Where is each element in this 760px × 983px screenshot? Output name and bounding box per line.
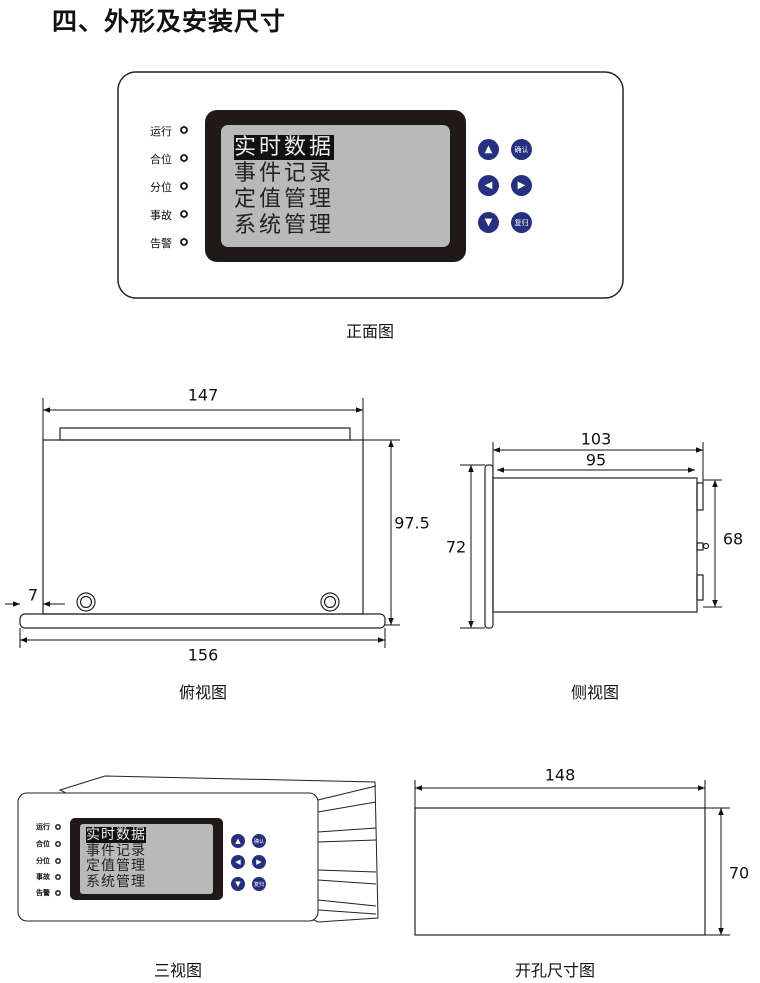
iso-menu-realtime: 实时数据 bbox=[86, 827, 146, 843]
dim-side-total: 103 bbox=[580, 429, 612, 449]
dim-top-base: 156 bbox=[187, 645, 219, 665]
dim-side-body: 95 bbox=[585, 450, 607, 470]
iso-led-fault: 事故 bbox=[36, 873, 50, 881]
caption-front: 正面图 bbox=[345, 322, 395, 341]
cutout-rect bbox=[414, 807, 706, 936]
menu-item-settings[interactable]: 定值管理 bbox=[234, 187, 335, 212]
dim-top-offset: 7 bbox=[27, 585, 39, 605]
led-label-closed: 合位 bbox=[150, 153, 172, 166]
left-button[interactable]: ◀ bbox=[478, 175, 499, 196]
dim-top-depth: 97.5 bbox=[394, 513, 430, 533]
section-title: 四、外形及安装尺寸 bbox=[52, 7, 287, 36]
dim-side-inner: 68 bbox=[722, 529, 744, 549]
caption-side: 侧视图 bbox=[570, 683, 620, 702]
led-indicators bbox=[180, 126, 188, 246]
iso-menu-system: 系统管理 bbox=[86, 873, 146, 890]
iso-up-button: ▲ bbox=[231, 834, 245, 848]
up-button[interactable]: ▲ bbox=[478, 139, 499, 160]
menu-item-events[interactable]: 事件记录 bbox=[234, 161, 335, 186]
iso-confirm-button: 确认 bbox=[252, 834, 266, 848]
caption-cutout: 开孔尺寸图 bbox=[514, 961, 596, 980]
caption-iso: 三视图 bbox=[153, 961, 203, 980]
dim-side-height: 72 bbox=[445, 537, 467, 557]
top-view bbox=[19, 427, 386, 629]
iso-led-closed: 合位 bbox=[36, 840, 50, 848]
led-label-alarm: 告警 bbox=[150, 237, 172, 250]
iso-menu-events: 事件记录 bbox=[86, 842, 146, 859]
menu-item-realtime[interactable]: 实时数据 bbox=[234, 135, 335, 160]
iso-led-alarm: 告警 bbox=[36, 889, 50, 897]
led-label-fault: 事故 bbox=[150, 209, 172, 222]
menu-item-system[interactable]: 系统管理 bbox=[234, 213, 335, 238]
iso-reset-button: 复归 bbox=[252, 877, 266, 891]
caption-top: 俯视图 bbox=[178, 683, 228, 702]
led-label-run: 运行 bbox=[150, 125, 172, 138]
iso-led-run: 运行 bbox=[36, 823, 50, 831]
down-button[interactable]: ▼ bbox=[478, 212, 499, 233]
iso-view bbox=[17, 775, 379, 923]
led-label-open: 分位 bbox=[150, 181, 172, 194]
confirm-button[interactable]: 确认 bbox=[511, 139, 532, 160]
dim-cut-height: 70 bbox=[728, 863, 750, 883]
iso-led-open: 分位 bbox=[36, 857, 50, 865]
iso-menu-settings: 定值管理 bbox=[86, 858, 146, 874]
iso-right-button: ▶ bbox=[252, 855, 266, 869]
iso-left-button: ◀ bbox=[231, 855, 245, 869]
side-view bbox=[484, 464, 710, 629]
right-button[interactable]: ▶ bbox=[511, 175, 532, 196]
iso-down-button: ▼ bbox=[231, 877, 245, 891]
dim-cut-width: 148 bbox=[544, 765, 576, 785]
dim-top-width: 147 bbox=[187, 385, 219, 405]
reset-button[interactable]: 复归 bbox=[511, 212, 532, 233]
